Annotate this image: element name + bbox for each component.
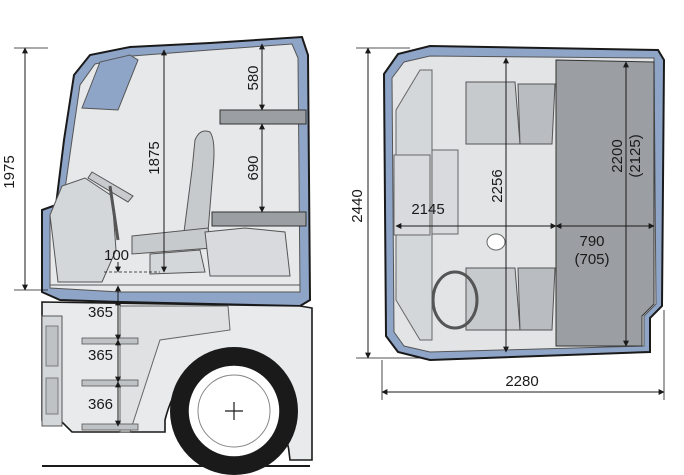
dim-upper-bunk-clearance: 580 xyxy=(245,65,262,90)
step-2 xyxy=(81,379,139,387)
dim-bunk-width: 790 xyxy=(579,233,604,250)
upper-bunk xyxy=(219,109,307,125)
dim-step-1: 365 xyxy=(88,304,113,321)
top-bunk xyxy=(555,59,655,347)
dim-step-2: 365 xyxy=(88,347,113,364)
dim-bunk-width-alt: (705) xyxy=(574,251,609,268)
dim-cab-depth: 2280 xyxy=(505,373,538,390)
driver-seat xyxy=(183,130,215,241)
lower-bunk xyxy=(211,211,307,227)
top-steering-wheel xyxy=(431,270,479,330)
dim-bunk-length: 2200 xyxy=(609,139,626,172)
dim-total-height: 1975 xyxy=(1,155,18,188)
side-view: 1975 1875 580 690 100 365 365 366 xyxy=(1,35,313,475)
dim-step-3: 366 xyxy=(88,396,113,413)
top-view: 2440 2256 2145 2200 (2125) 790 (705) 228… xyxy=(349,44,666,400)
dim-cab-width: 2440 xyxy=(349,189,366,222)
step-1 xyxy=(81,337,139,345)
step-3 xyxy=(81,423,139,431)
top-seat-driver xyxy=(465,267,521,331)
engine-tunnel xyxy=(204,227,291,277)
dim-interior-height: 1875 xyxy=(146,141,163,174)
dashboard xyxy=(49,177,117,283)
door-panel xyxy=(119,305,231,433)
seat-base xyxy=(149,249,206,275)
dim-bunk-length-alt: (2125) xyxy=(627,134,644,177)
dim-engine-tunnel: 100 xyxy=(104,247,129,264)
dim-interior-length: 2256 xyxy=(489,169,506,202)
top-seat-passenger xyxy=(465,81,521,145)
dim-lower-bunk-clearance: 690 xyxy=(245,155,262,180)
dim-floor-length: 2145 xyxy=(411,201,444,218)
windshield xyxy=(81,54,139,111)
